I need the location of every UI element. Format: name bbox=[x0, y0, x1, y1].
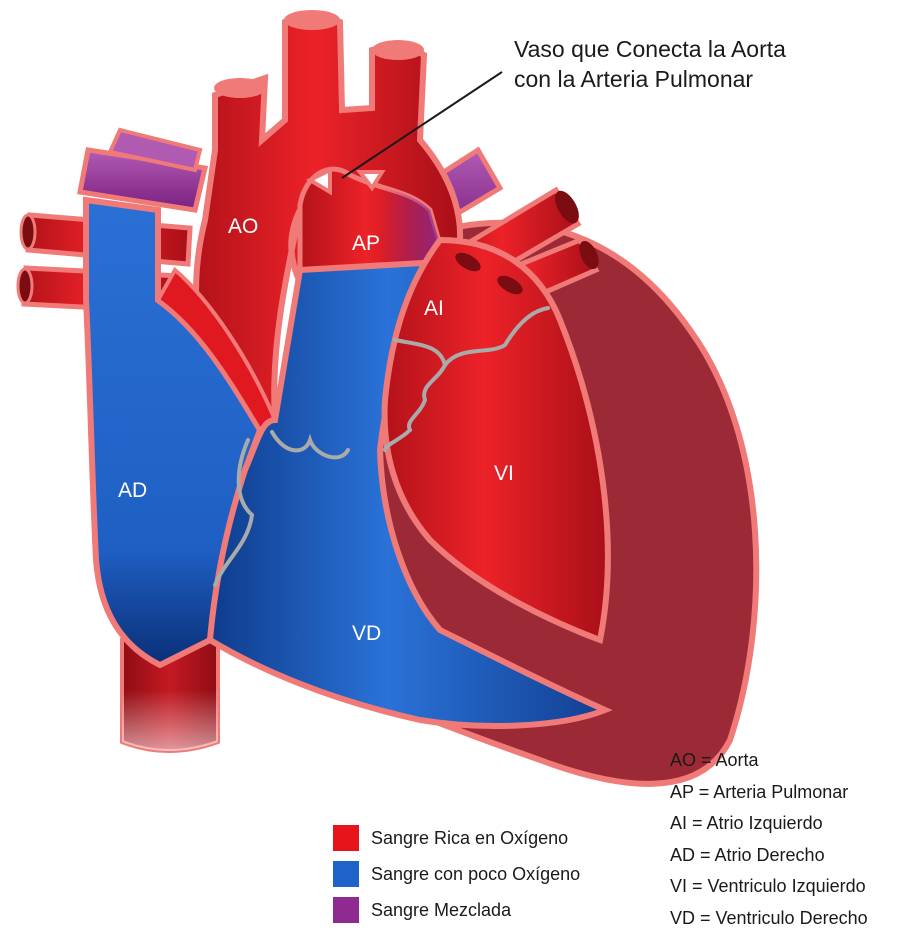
legend-swatch-blue bbox=[333, 861, 359, 887]
legend-item: Sangre con poco Oxígeno bbox=[333, 861, 580, 887]
abbrev-ad: AD = Atrio Derecho bbox=[670, 840, 868, 872]
abbrev-ao: AO = Aorta bbox=[670, 745, 868, 777]
label-ap: AP bbox=[352, 232, 380, 255]
abbreviation-key: AO = Aorta AP = Arteria Pulmonar AI = At… bbox=[670, 745, 868, 930]
label-vd: VD bbox=[352, 622, 381, 645]
legend-label: Sangre con poco Oxígeno bbox=[371, 864, 580, 885]
left-purple-vessel bbox=[80, 130, 205, 210]
abbrev-ai: AI = Atrio Izquierdo bbox=[670, 808, 868, 840]
legend-swatch-red bbox=[333, 825, 359, 851]
legend-label: Sangre Mezclada bbox=[371, 900, 511, 921]
legend-label: Sangre Rica en Oxígeno bbox=[371, 828, 568, 849]
callout-line-2: con la Arteria Pulmonar bbox=[514, 64, 786, 94]
callout-line-1: Vaso que Conecta la Aorta bbox=[514, 34, 786, 64]
label-ai: AI bbox=[424, 297, 444, 320]
abbrev-ap: AP = Arteria Pulmonar bbox=[670, 777, 868, 809]
abbrev-vd: VD = Ventriculo Derecho bbox=[670, 903, 868, 930]
label-ad: AD bbox=[118, 479, 147, 502]
label-ao: AO bbox=[228, 215, 258, 238]
label-vi: VI bbox=[494, 462, 514, 485]
legend-item: Sangre Mezclada bbox=[333, 897, 580, 923]
legend: Sangre Rica en Oxígeno Sangre con poco O… bbox=[333, 825, 580, 930]
abbrev-vi: VI = Ventriculo Izquierdo bbox=[670, 871, 868, 903]
legend-swatch-purple bbox=[333, 897, 359, 923]
callout-text: Vaso que Conecta la Aorta con la Arteria… bbox=[514, 34, 786, 94]
legend-item: Sangre Rica en Oxígeno bbox=[333, 825, 580, 851]
